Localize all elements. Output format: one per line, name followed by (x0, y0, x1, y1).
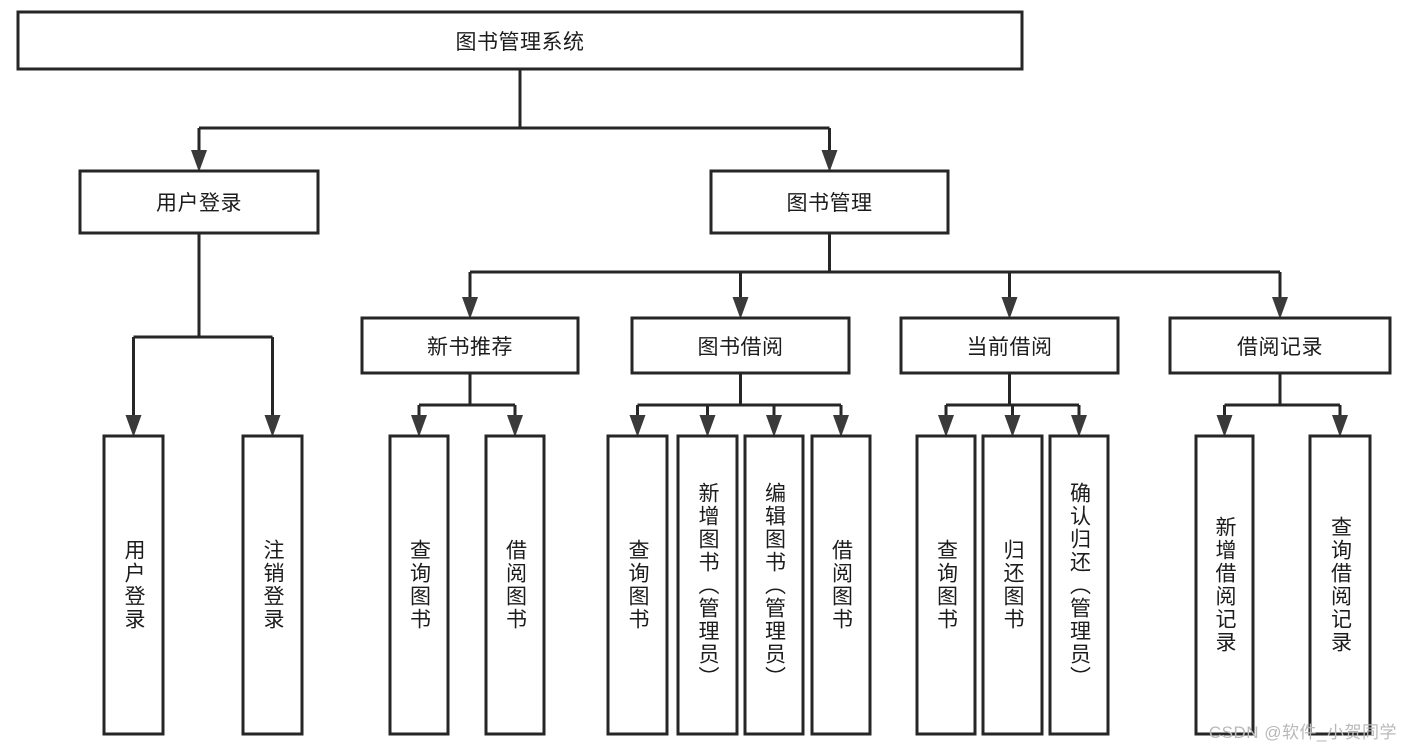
arrowhead-icon (125, 415, 142, 437)
arrowhead-icon (699, 415, 716, 437)
arrowhead-icon (1071, 415, 1087, 437)
node-box-leaf-query-book-borrow (606, 434, 669, 736)
arrowhead-icon (833, 415, 849, 437)
arrowhead-icon (411, 415, 427, 437)
arrowhead-icon (1332, 415, 1348, 437)
node-box-leaf-query-book-current (915, 434, 977, 736)
arrowhead-icon (1004, 415, 1021, 437)
node-box-leaf-return-book (981, 434, 1044, 736)
node-box-leaf-query-book-rec (388, 434, 450, 736)
node-box-leaf-query-borrow-record (1308, 434, 1372, 736)
node-box-leaf-borrow-book (810, 434, 872, 736)
arrowhead-icon (264, 415, 281, 437)
node-box-leaf-borrow-book-rec (484, 434, 546, 736)
node-box-leaf-logout (241, 434, 304, 736)
connector-layer (125, 69, 1348, 437)
arrowhead-icon (1272, 297, 1288, 319)
node-box-leaf-add-book-admin (676, 434, 739, 736)
node-layer (16, 10, 1392, 736)
arrowhead-icon (191, 150, 207, 172)
node-box-current-borrow (899, 316, 1120, 375)
arrowhead-icon (1216, 415, 1233, 437)
node-box-leaf-confirm-return-admin (1048, 434, 1110, 736)
node-box-root (16, 10, 1024, 71)
arrowhead-icon (766, 415, 782, 437)
arrowhead-icon (821, 150, 838, 172)
arrowhead-icon (938, 415, 954, 437)
arrowhead-icon (629, 415, 646, 437)
node-box-book-manage (709, 169, 950, 235)
node-box-borrow-record (1168, 316, 1392, 375)
arrowhead-icon (732, 297, 749, 319)
node-box-book-borrow (630, 316, 851, 375)
node-box-leaf-add-borrow-record (1194, 434, 1255, 736)
arrowhead-icon (1001, 297, 1018, 319)
node-box-user-login (78, 169, 320, 235)
node-box-leaf-edit-book-admin (743, 434, 805, 736)
node-box-new-book-rec (360, 316, 580, 375)
node-box-leaf-user-login (102, 434, 165, 736)
arrowhead-icon (462, 297, 478, 319)
arrowhead-icon (507, 415, 523, 437)
